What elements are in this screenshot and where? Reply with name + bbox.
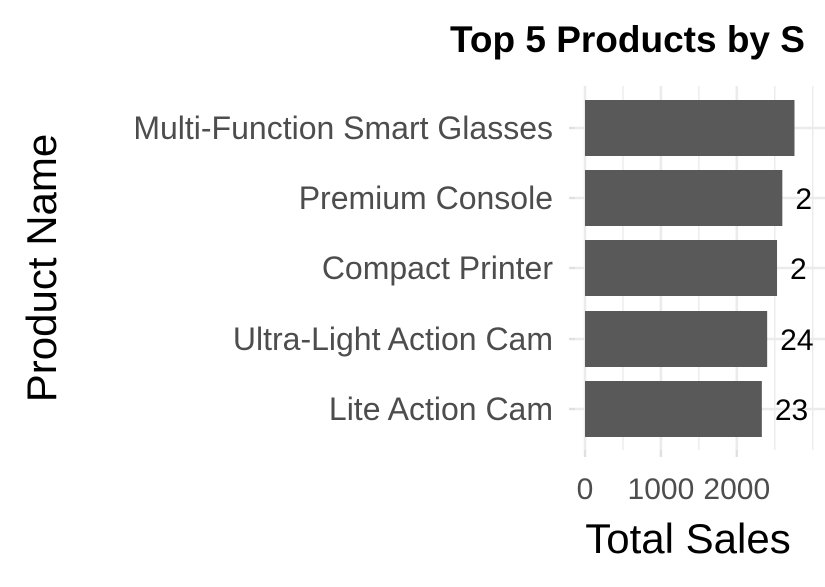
- category-label: Multi-Function Smart Glasses: [133, 110, 553, 146]
- category-label: Premium Console: [299, 180, 553, 216]
- y-axis-title: Product Name: [18, 134, 65, 402]
- bar: [585, 240, 778, 296]
- data-label: 2: [795, 183, 812, 216]
- data-label: 24: [780, 324, 813, 357]
- x-tick-label: 2000: [703, 473, 770, 506]
- data-label: 2: [790, 253, 807, 286]
- category-label: Compact Printer: [322, 250, 554, 286]
- category-label: Ultra-Light Action Cam: [233, 321, 553, 357]
- bar: [585, 311, 768, 367]
- bar: [585, 100, 795, 156]
- bars: [585, 100, 795, 437]
- bar: [585, 381, 762, 437]
- x-axis-ticks: [583, 450, 738, 457]
- x-axis-title: Total Sales: [585, 515, 790, 562]
- x-tick-label: 1000: [628, 473, 695, 506]
- x-tick-label: 0: [577, 473, 594, 506]
- data-label: 23: [775, 394, 808, 427]
- category-label: Lite Action Cam: [329, 391, 553, 427]
- data-labels: 2 2 24 23: [775, 183, 814, 427]
- bar: [585, 170, 783, 226]
- y-axis-ticks: [569, 126, 575, 411]
- chart-title: Top 5 Products by S: [450, 19, 805, 60]
